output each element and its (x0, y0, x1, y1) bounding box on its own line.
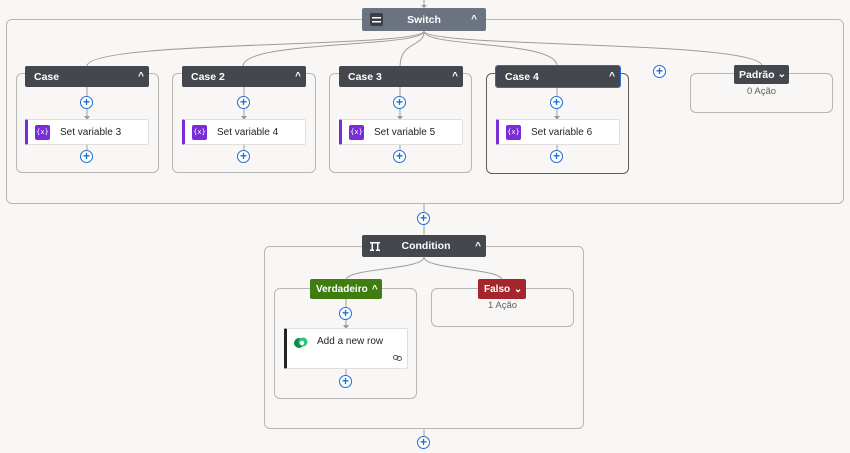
add-icon[interactable]: + (237, 96, 250, 109)
chevron-down-icon[interactable]: ⌄ (513, 283, 523, 295)
action-label: Set variable 4 (217, 126, 279, 138)
add-icon[interactable]: + (80, 96, 93, 109)
default-summary: 0 Ação (746, 86, 777, 97)
true-branch-title: Verdadeiro (316, 283, 368, 295)
case-title: Case (34, 70, 60, 83)
action-card-set-variable-6[interactable]: {x} Set variable 6 (496, 119, 620, 145)
condition-header[interactable]: Condition ^ (362, 235, 486, 257)
chevron-up-icon[interactable]: ^ (138, 71, 144, 82)
default-header[interactable]: Padrão ⌄ (734, 65, 789, 84)
add-icon[interactable]: + (550, 96, 563, 109)
case-header-4[interactable]: Case 4 ^ (495, 65, 621, 88)
chevron-up-icon[interactable]: ^ (295, 71, 301, 82)
false-branch-summary: 1 Ação (487, 300, 518, 311)
variable-icon: {x} (506, 124, 521, 140)
add-icon[interactable]: + (80, 150, 93, 163)
dataverse-icon (294, 336, 308, 349)
false-branch-header[interactable]: Falso ⌄ (478, 279, 526, 299)
switch-title: Switch (407, 13, 441, 26)
chevron-up-icon[interactable]: ^ (475, 240, 481, 252)
false-branch-title: Falso (484, 283, 511, 295)
action-card-set-variable-3[interactable]: {x} Set variable 3 (25, 119, 149, 145)
add-case-button[interactable]: + (653, 65, 666, 78)
add-icon[interactable]: + (237, 150, 250, 163)
condition-title: Condition (401, 240, 451, 252)
switch-icon (370, 13, 383, 26)
add-icon[interactable]: + (393, 150, 406, 163)
true-branch-header[interactable]: Verdadeiro ^ (310, 279, 382, 299)
action-label: Set variable 3 (60, 126, 122, 138)
switch-header[interactable]: Switch ^ (362, 8, 486, 31)
variable-icon: {x} (349, 124, 364, 140)
variable-icon: {x} (192, 124, 207, 140)
chevron-up-icon[interactable]: ^ (471, 14, 477, 25)
chevron-down-icon[interactable]: ⌄ (777, 69, 786, 80)
action-label: Set variable 6 (531, 126, 593, 138)
case-header-2[interactable]: Case 2 ^ (182, 66, 306, 87)
add-icon[interactable]: + (417, 212, 430, 225)
case-title: Case 2 (191, 70, 225, 83)
condition-icon (370, 241, 382, 251)
action-label: Add a new row (317, 336, 384, 347)
action-card-add-row[interactable]: Add a new row (284, 328, 408, 369)
link-icon (393, 353, 402, 364)
variable-icon: {x} (35, 124, 50, 140)
chevron-up-icon[interactable]: ^ (452, 71, 458, 82)
chevron-up-icon[interactable]: ^ (609, 71, 615, 82)
case-title: Case 3 (348, 70, 382, 83)
action-label: Set variable 5 (374, 126, 436, 138)
chevron-up-icon[interactable]: ^ (371, 283, 378, 295)
case-header-3[interactable]: Case 3 ^ (339, 66, 463, 87)
add-icon[interactable]: + (417, 436, 430, 449)
action-card-set-variable-4[interactable]: {x} Set variable 4 (182, 119, 306, 145)
add-icon[interactable]: + (339, 375, 352, 388)
action-card-set-variable-5[interactable]: {x} Set variable 5 (339, 119, 463, 145)
add-icon[interactable]: + (393, 96, 406, 109)
case-header-1[interactable]: Case ^ (25, 66, 149, 87)
case-title: Case 4 (505, 70, 539, 83)
add-icon[interactable]: + (550, 150, 563, 163)
add-icon[interactable]: + (339, 307, 352, 320)
default-title: Padrão (739, 68, 775, 81)
